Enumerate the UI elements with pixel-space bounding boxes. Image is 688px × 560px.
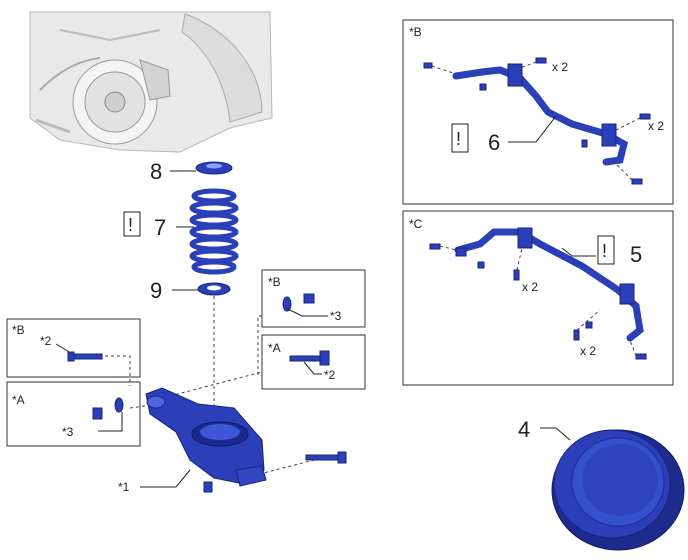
detail-box-a-center: *A *2 — [261, 334, 366, 390]
detail-box-c-stabilizer: *C x 2 x 2 ! 5 — [402, 210, 674, 386]
svg-text:*2: *2 — [324, 368, 336, 382]
svg-text:6: 6 — [488, 130, 500, 155]
leader-line-ref-1 — [140, 469, 191, 488]
lower-spring-insulator — [197, 282, 231, 296]
callout-9: 9 — [150, 278, 162, 303]
upper-spring-insulator — [195, 161, 233, 175]
rear-lower-control-arm — [145, 387, 267, 493]
coil-spring — [189, 188, 239, 275]
svg-text:x 2: x 2 — [552, 60, 568, 74]
svg-text:*C: *C — [409, 217, 423, 231]
detail-box-b-center: *B *3 — [261, 269, 366, 328]
svg-text:*B: *B — [409, 25, 422, 39]
svg-text:!: ! — [456, 129, 461, 149]
detail-box-b-stabilizer: *B x 2 x 2 ! 6 — [402, 19, 674, 205]
detail-box-b-left: *B *2 — [6, 318, 141, 378]
svg-text:x 2: x 2 — [522, 280, 538, 294]
callout-4: 4 — [518, 417, 530, 442]
spare-tire-cover — [551, 429, 685, 551]
ref-1: *1 — [118, 480, 130, 494]
caution-icon: ! — [123, 211, 141, 237]
callout-8: 8 — [150, 159, 162, 184]
svg-text:5: 5 — [630, 242, 642, 267]
callout-7: 7 — [154, 215, 166, 240]
svg-text:*2: *2 — [40, 334, 52, 348]
svg-text:x 2: x 2 — [580, 344, 596, 358]
svg-text:!: ! — [602, 241, 607, 261]
leader-line-4 — [540, 427, 571, 441]
svg-text:*B: *B — [268, 275, 281, 289]
svg-text:x 2: x 2 — [648, 119, 664, 133]
svg-text:*A: *A — [12, 393, 25, 407]
svg-text:!: ! — [128, 215, 133, 235]
vehicle-brake-context-illustration — [29, 11, 273, 153]
svg-text:*3: *3 — [62, 425, 74, 439]
svg-text:*A: *A — [268, 341, 281, 355]
svg-text:*B: *B — [12, 323, 25, 337]
svg-text:*3: *3 — [330, 309, 342, 323]
detail-box-a-left: *A *3 — [6, 381, 141, 447]
arm-mounting-bolt — [305, 451, 347, 464]
